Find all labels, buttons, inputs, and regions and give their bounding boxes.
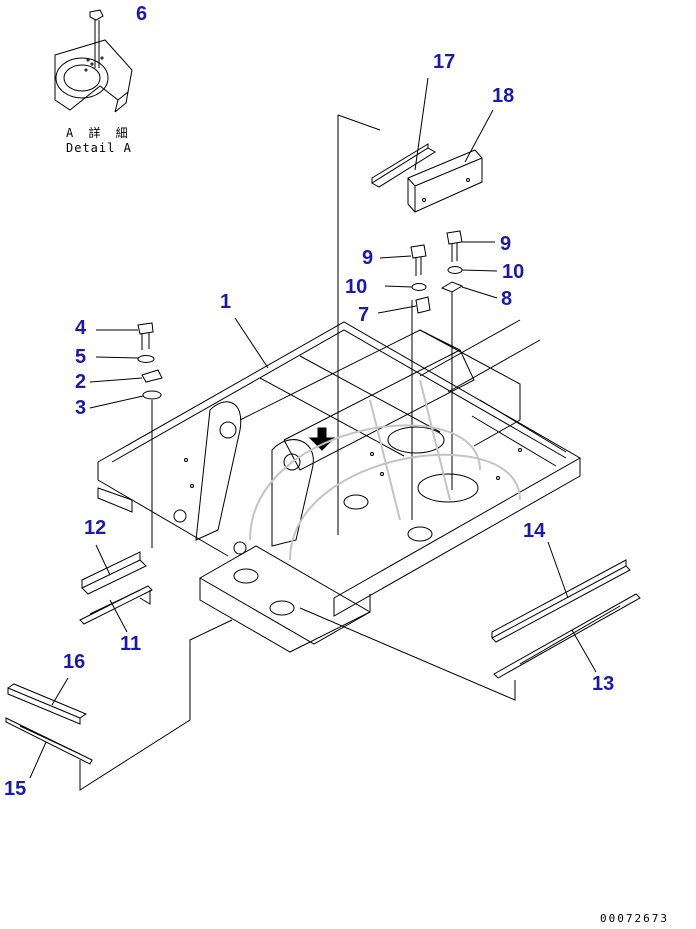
part-9-bolts <box>410 230 463 276</box>
part-8-bracket <box>440 281 464 293</box>
left-fastener-stack <box>137 322 163 400</box>
callout-8: 8 <box>501 288 513 310</box>
detail-a-label-en: Detail A <box>66 141 132 155</box>
part-13-rubber <box>493 593 641 679</box>
callout-2: 2 <box>75 371 87 393</box>
part-7-block <box>415 296 431 314</box>
callout-6: 6 <box>136 3 148 25</box>
callout-10-left: 10 <box>345 276 368 298</box>
part-10-washer-left <box>411 283 427 291</box>
callout-11: 11 <box>120 633 142 655</box>
detail-a-label-jp: A 詳 細 <box>66 126 132 140</box>
callout-12: 12 <box>84 517 107 539</box>
callout-14: 14 <box>523 520 546 542</box>
callout-9-left: 9 <box>362 247 374 269</box>
part-10-washer-right <box>447 266 463 274</box>
callout-10-right: 10 <box>502 261 525 283</box>
callout-17: 17 <box>433 51 456 73</box>
callout-3: 3 <box>75 397 87 419</box>
detail-a-drawing <box>54 9 133 113</box>
part-11-rubber <box>79 585 153 625</box>
callout-7: 7 <box>358 304 370 326</box>
callout-5: 5 <box>75 346 87 368</box>
callout-9-right: 9 <box>500 233 512 255</box>
part-18-plate <box>407 149 483 213</box>
drawing-number: 00072673 <box>600 912 669 925</box>
callout-18: 18 <box>492 85 515 107</box>
part-17-plate <box>371 143 436 188</box>
callout-4: 4 <box>75 317 87 339</box>
detail-a-arrow <box>308 427 336 451</box>
callout-13: 13 <box>592 673 615 695</box>
part-12-plate <box>81 551 147 595</box>
watermark <box>249 379 521 561</box>
main-frame <box>97 319 582 653</box>
part-16-plate <box>7 683 88 725</box>
callout-1: 1 <box>220 291 232 313</box>
callout-16: 16 <box>63 651 86 673</box>
part-15-rubber <box>5 717 93 765</box>
callout-15: 15 <box>4 778 27 800</box>
part-14-plate <box>491 559 631 643</box>
